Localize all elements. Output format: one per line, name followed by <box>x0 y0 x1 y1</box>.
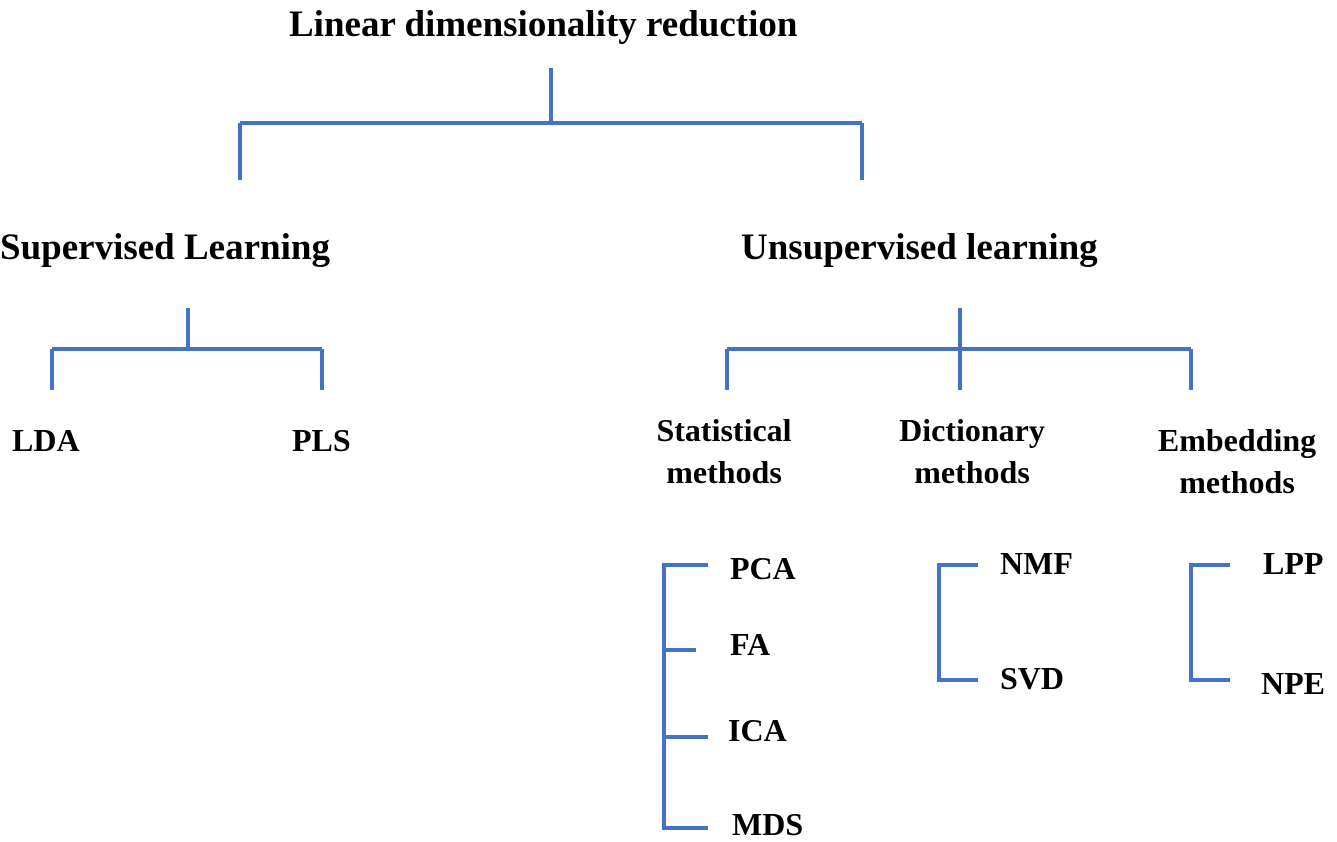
embedding-methods-line1: Embedding <box>1157 422 1317 458</box>
statistical-methods-label: Statistical methods <box>649 409 799 493</box>
pca-label: PCA <box>730 550 796 586</box>
statistical-methods-line2: methods <box>666 454 782 490</box>
lpp-label: LPP <box>1263 545 1324 581</box>
supervised-node-label: Supervised Learning <box>0 227 330 268</box>
unsupervised-node-label: Unsupervised learning <box>741 227 1098 268</box>
nmf-label: NMF <box>1000 545 1073 581</box>
dictionary-methods-label: Dictionary methods <box>889 409 1055 493</box>
fa-label: FA <box>730 626 771 662</box>
mds-label: MDS <box>732 806 804 842</box>
pls-label: PLS <box>292 422 351 458</box>
ica-label: ICA <box>728 712 787 748</box>
dictionary-methods-line1: Dictionary <box>899 412 1045 448</box>
statistical-methods-line1: Statistical <box>656 412 792 448</box>
svd-label: SVD <box>1000 660 1065 696</box>
root-node-label: Linear dimensionality reduction <box>289 4 798 45</box>
dictionary-methods-line2: methods <box>914 454 1030 490</box>
embedding-methods-label: Embedding methods <box>1149 419 1325 503</box>
npe-label: NPE <box>1261 665 1325 701</box>
embedding-methods-line2: methods <box>1179 464 1295 500</box>
lda-label: LDA <box>12 422 80 458</box>
